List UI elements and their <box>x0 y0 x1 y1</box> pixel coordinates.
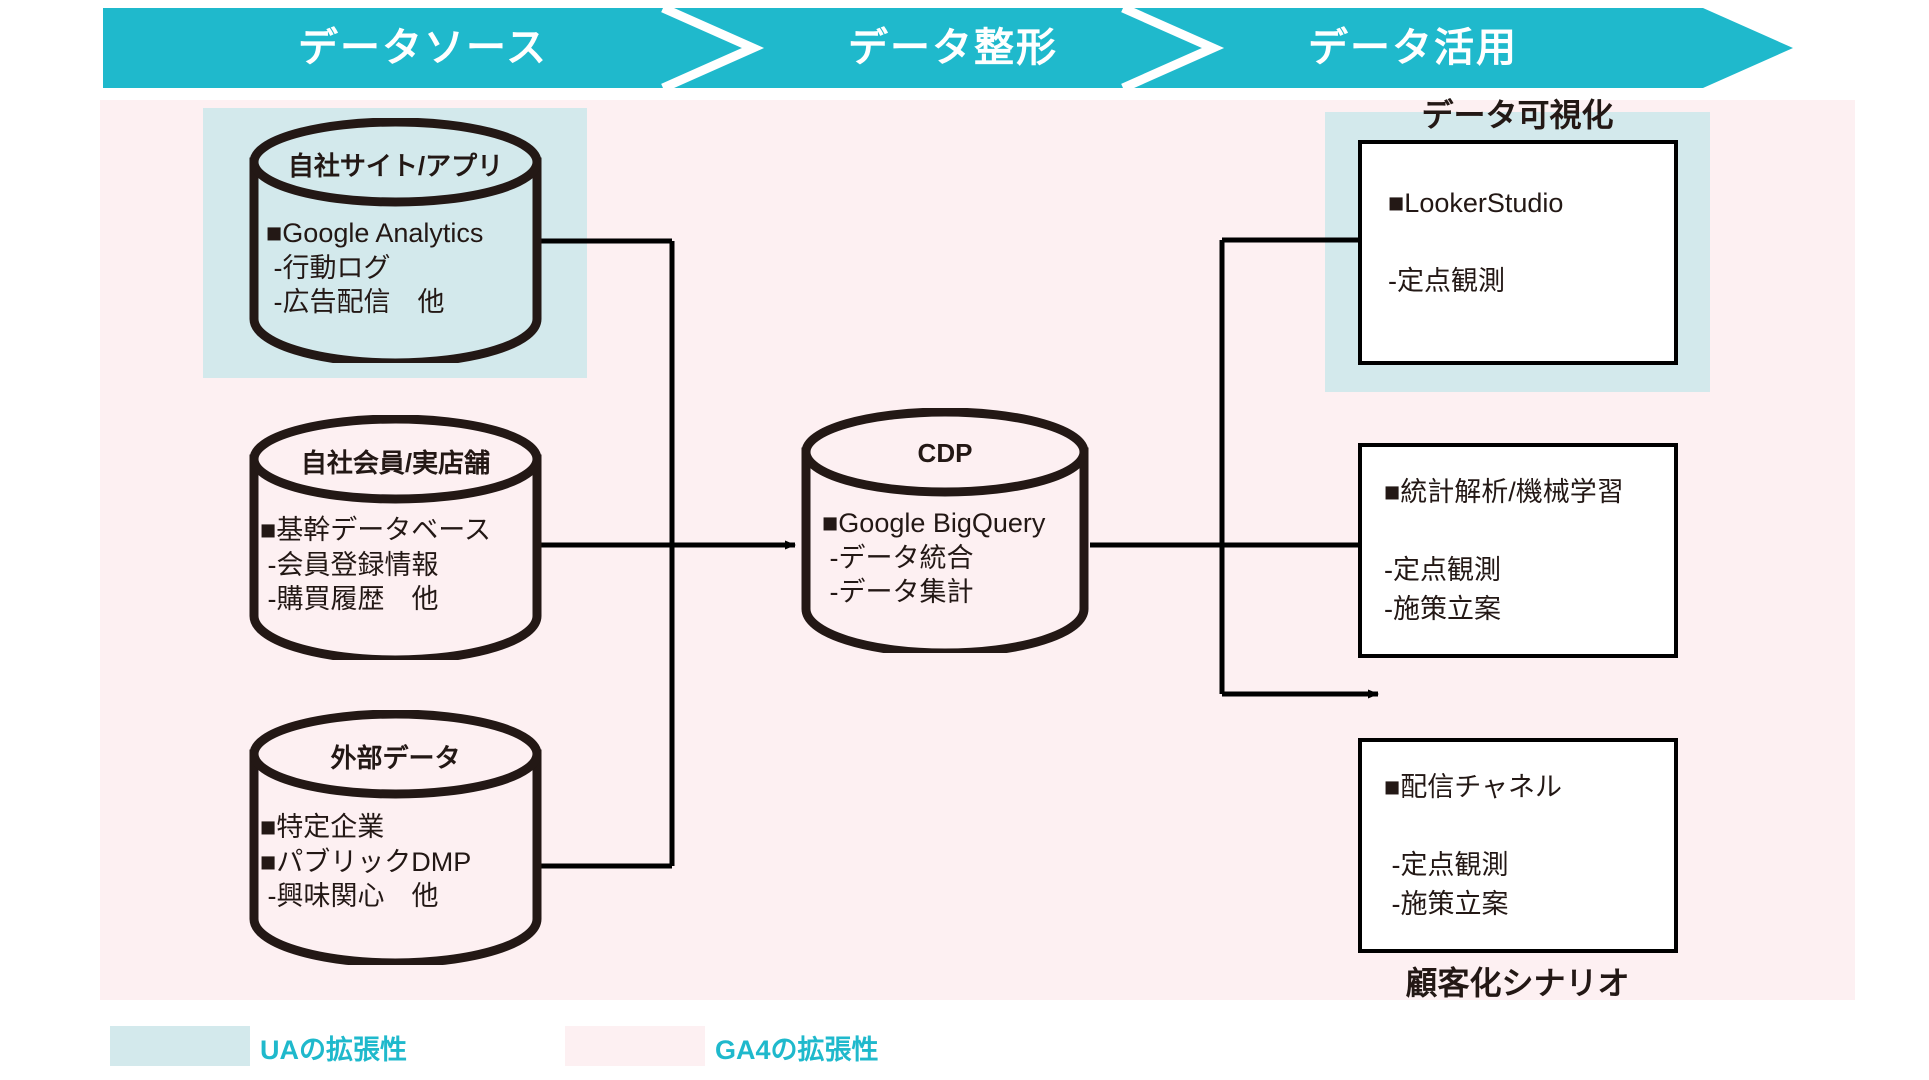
legend-label-ua: UAの拡張性 <box>260 1035 407 1065</box>
cdp-cylinder-title: CDP <box>917 438 973 468</box>
legend-swatch-ga4 <box>565 1026 705 1066</box>
banner-segment-data-source: データソース <box>298 26 548 70</box>
banner-segment-data-shaping: データ整形 <box>848 26 1058 70</box>
source-cylinder-body: ■基幹データベース -会員登録情報 -購買履歴 他 <box>260 515 491 615</box>
source-cylinder-title: 自社サイト/アプリ <box>287 151 504 181</box>
output-box-looker-studio: ■LookerStudio -定点観測 <box>1358 140 1678 365</box>
source-cylinder-title: 自社会員/実店舗 <box>300 448 491 478</box>
output-box-text: ■統計解析/機械学習 -定点観測 -施策立案 <box>1384 477 1624 625</box>
output-box-analytics-ml: ■統計解析/機械学習 -定点観測 -施策立案 <box>1358 443 1678 658</box>
source-cylinder-owned-site: 自社サイト/アプリ ■Google Analytics -行動ログ -広告配信 … <box>248 118 543 363</box>
cdp-cylinder-body: ■Google BigQuery -データ統合 -データ集計 <box>822 508 1046 608</box>
source-cylinder-body: ■特定企業 ■パブリックDMP -興味関心 他 <box>260 812 472 912</box>
source-cylinder-title: 外部データ <box>330 743 461 773</box>
source-cylinder-body: ■Google Analytics -行動ログ -広告配信 他 <box>266 218 484 318</box>
output-box-text: ■LookerStudio -定点観測 <box>1388 188 1564 297</box>
banner-segment-data-utilization: データ活用 <box>1308 26 1518 70</box>
source-cylinder-members-stores: 自社会員/実店舗 ■基幹データベース -会員登録情報 -購買履歴 他 <box>248 415 543 660</box>
process-banner: データソース データ整形 データ活用 <box>103 8 1793 88</box>
output-box-delivery-channel: ■配信チャネル -定点観測 -施策立案 <box>1358 738 1678 953</box>
legend-label-ga4: GA4の拡張性 <box>715 1035 879 1065</box>
output-box-text: ■配信チャネル -定点観測 -施策立案 <box>1384 772 1563 920</box>
legend-swatch-ua <box>110 1026 250 1066</box>
cdp-cylinder: CDP ■Google BigQuery -データ統合 -データ集計 <box>800 408 1090 653</box>
source-cylinder-external-data: 外部データ ■特定企業 ■パブリックDMP -興味関心 他 <box>248 710 543 965</box>
section-label-customer-scenario: 顧客化シナリオ <box>1405 965 1630 1001</box>
section-label-visualization: データ可視化 <box>1421 97 1614 133</box>
